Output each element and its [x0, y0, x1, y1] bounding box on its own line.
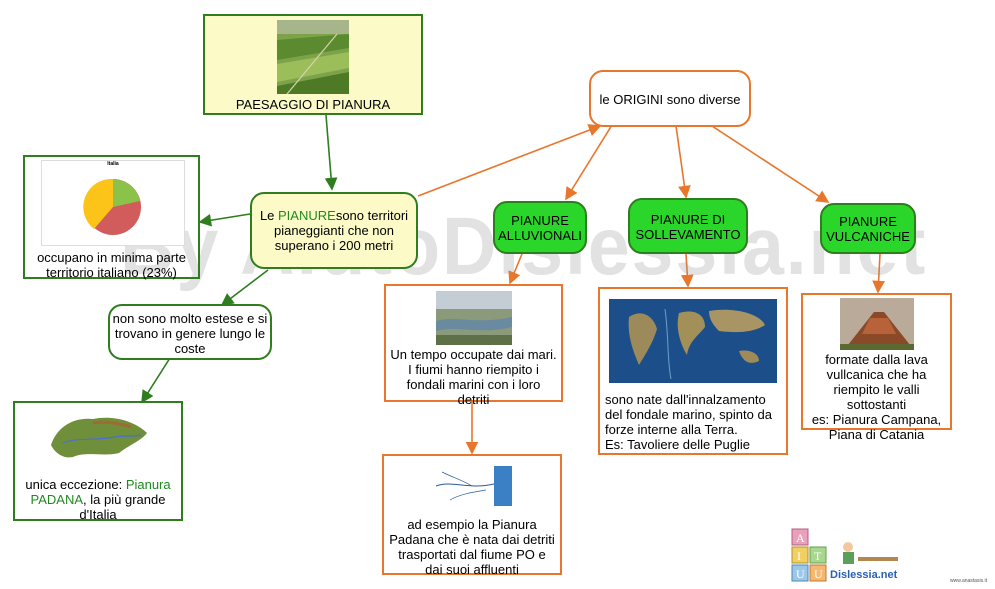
coste-label: non sono molto estese e si trovano in ge…: [112, 311, 268, 356]
arrow-pianure-coste: [220, 269, 269, 306]
node-italia[interactable]: Italia occupano in minima parte territor…: [23, 155, 200, 280]
arrow-origini-sollevamento: [675, 125, 691, 199]
pie-graphic: [83, 178, 141, 235]
node-paesaggio[interactable]: PAESAGGIO DI PIANURA: [203, 14, 423, 115]
logo-text: Dislessia.net: [830, 569, 898, 581]
soll-desc-example: Es: Tavoliere delle Puglie: [605, 437, 751, 452]
arrow-origini-alluvionali: [565, 124, 613, 201]
node-coste[interactable]: non sono molto estese e si trovano in ge…: [108, 304, 272, 360]
padana-relief-map: [51, 417, 147, 458]
italia-pie-chart: Italia: [41, 160, 185, 246]
origini-label: le ORIGINI sono diverse: [599, 92, 741, 107]
node-sollevamento[interactable]: PIANURE DI SOLLEVAMENTO: [628, 198, 748, 254]
vulc-desc-example: es: Pianura Campana, Piana di Catania: [811, 412, 942, 442]
copyright-text: www.anastasis.it: [950, 578, 987, 584]
vulc-desc-label: formate dalla lava vullcanica che ha rie…: [825, 352, 928, 412]
arrow-paesaggio-pianure: [324, 114, 338, 191]
arrow-sollevamento-desc: [680, 253, 694, 288]
paesaggio-label: PAESAGGIO DI PIANURA: [235, 97, 391, 112]
logo-letter-a: A: [796, 531, 805, 545]
pianure-prefix: Le: [259, 208, 279, 223]
node-alluv-desc[interactable]: Un tempo occupate dai mari. I fiumi hann…: [384, 284, 563, 407]
logo-letter-t: T: [814, 549, 822, 563]
sollevamento-label: PIANURE DI SOLLEVAMENTO: [635, 212, 741, 242]
soll-desc-label: sono nate dall'innalzamento del fondale …: [605, 392, 772, 437]
padana-prefix: unica eccezione:: [25, 477, 126, 492]
node-alluv-example[interactable]: ad esempio la Pianura Padana che è nata …: [382, 454, 562, 577]
logo-graphic: A I U T U Dislessia.net: [791, 528, 898, 582]
padana-rest: , la più grande d'Italia: [79, 492, 166, 522]
aiutodislessia-logo: A I U T U Dislessia.net: [790, 527, 925, 583]
logo-letter-u2: U: [814, 567, 823, 581]
italia-label: occupano in minima parte territorio ital…: [37, 250, 186, 280]
arrow-origini-vulcaniche: [711, 125, 830, 203]
plain-landscape-photo: [277, 20, 349, 94]
arrow-vulcaniche-desc: [872, 253, 885, 294]
pianure-keyword: PIANURE: [278, 208, 336, 223]
node-origini[interactable]: le ORIGINI sono diverse: [589, 70, 751, 127]
alluv-desc-label: Un tempo occupate dai mari. I fiumi hann…: [390, 347, 557, 407]
node-vulc-desc[interactable]: formate dalla lava vullcanica che ha rie…: [801, 293, 952, 442]
node-alluvionali[interactable]: PIANURE ALLUVIONALI: [493, 201, 587, 254]
alluvionali-label: PIANURE ALLUVIONALI: [498, 213, 582, 243]
arrow-pianure-italia: [198, 213, 251, 227]
po-river-map: [432, 460, 512, 512]
node-padana[interactable]: unica eccezione: Pianura PADANA, la più …: [13, 401, 183, 522]
logo-letter-u: U: [796, 567, 805, 581]
alluv-example-label: ad esempio la Pianura Padana che è nata …: [389, 517, 555, 577]
volcano-photo: [839, 298, 914, 350]
pie-title: Italia: [107, 161, 119, 167]
river-plain-photo: [435, 291, 512, 345]
node-vulcaniche[interactable]: PIANURE VULCANICHE: [820, 203, 916, 254]
arrow-coste-padana: [141, 357, 171, 404]
node-soll-desc[interactable]: sono nate dall'innalzamento del fondale …: [598, 287, 788, 455]
vulcaniche-label: PIANURE VULCANICHE: [826, 214, 910, 244]
ocean-floor-map: [609, 299, 777, 383]
pianure-definition: sono territori pianeggianti che non supe…: [274, 208, 409, 253]
arrow-alluvionali-desc: [508, 253, 523, 285]
logo-letter-i: I: [797, 549, 801, 563]
arrow-pianure-origini: [417, 124, 602, 197]
node-pianure[interactable]: Le PIANUREsono territori pianeggianti ch…: [250, 192, 418, 269]
padana-keyword: Pianura PADANA: [30, 477, 171, 507]
